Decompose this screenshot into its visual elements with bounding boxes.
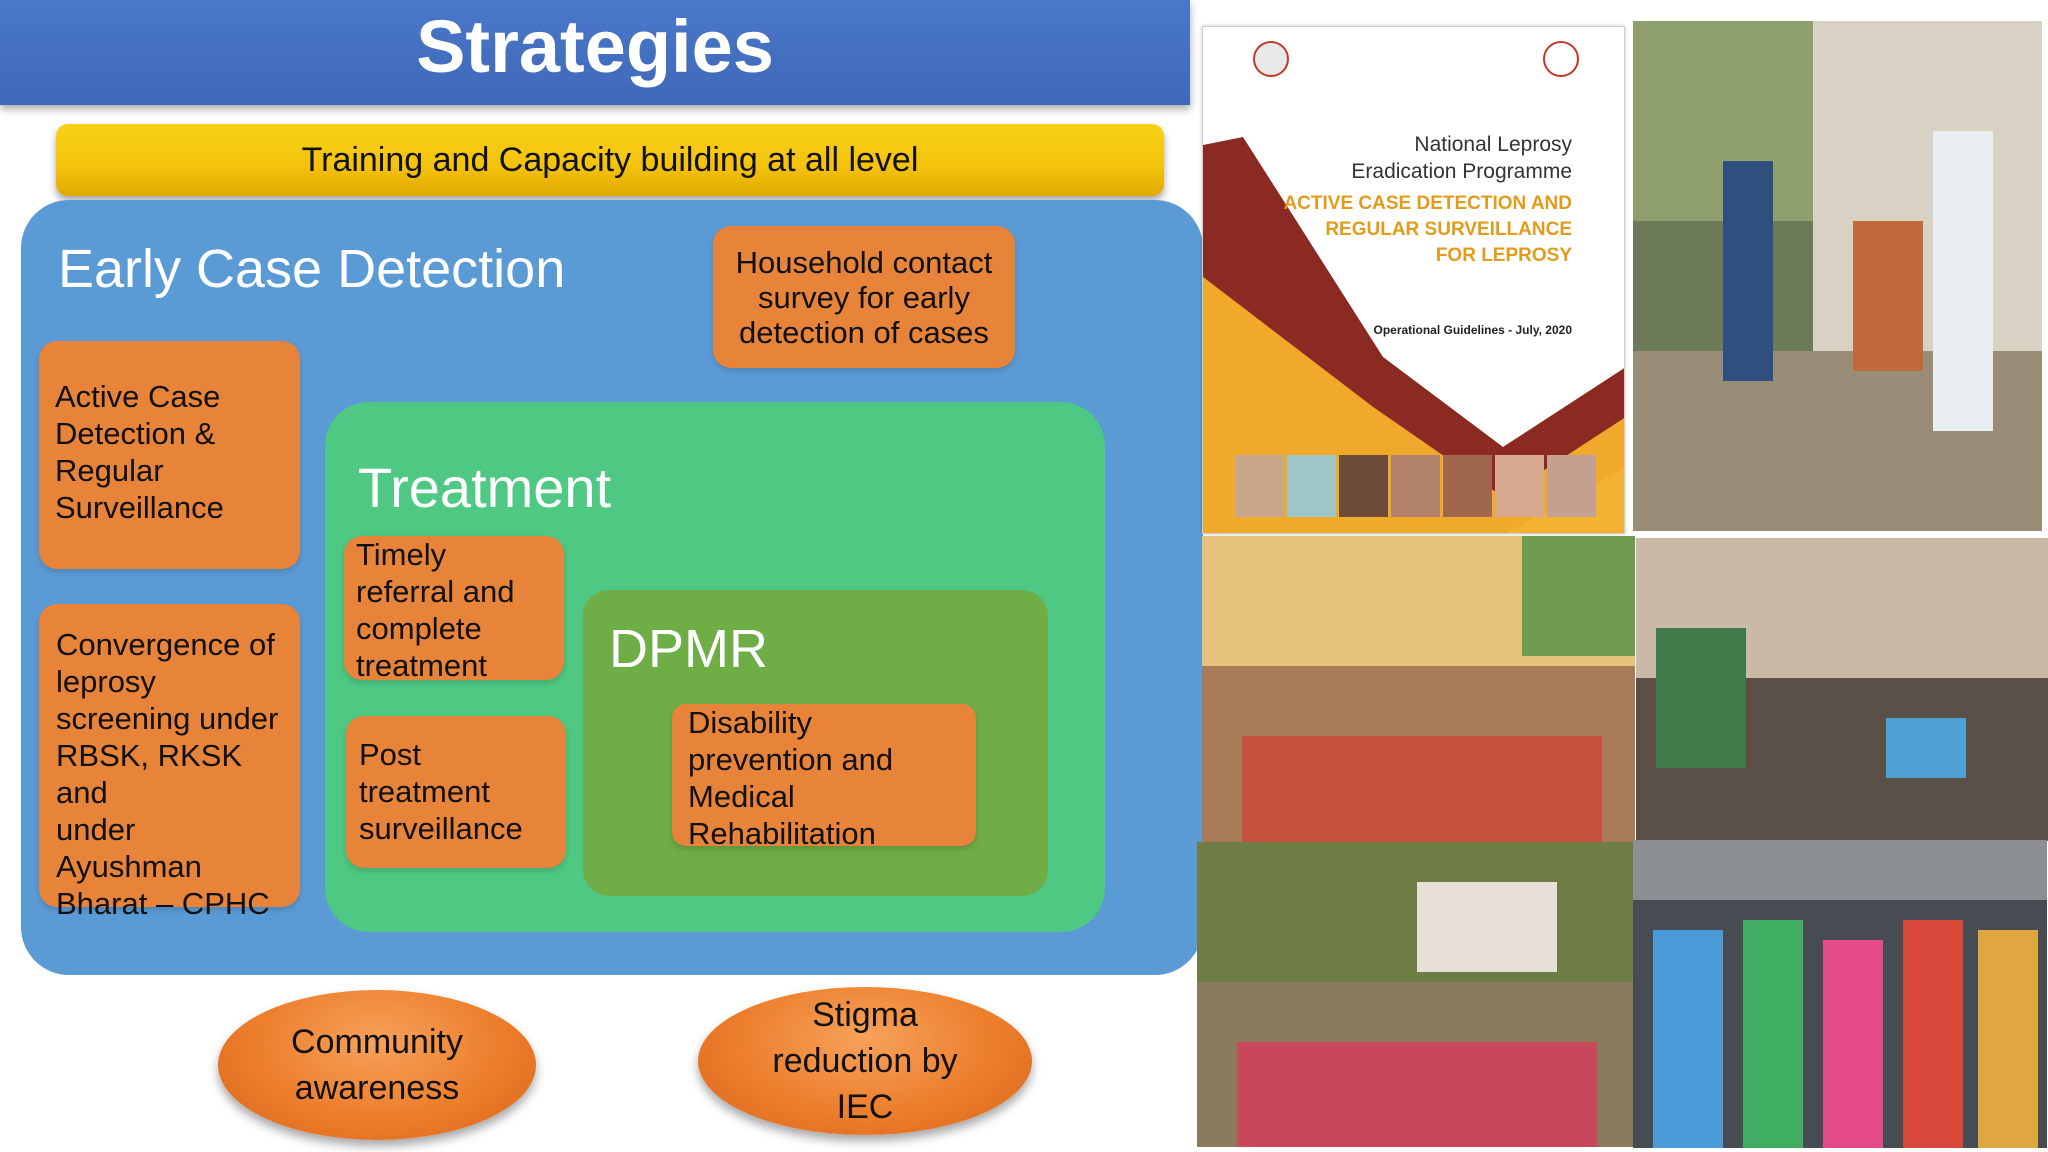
referral-line: referral and xyxy=(356,574,515,609)
convergence-line: leprosy xyxy=(56,664,156,699)
household-line: survey for early xyxy=(758,279,970,315)
photo-scene xyxy=(1197,842,1633,1147)
photo-scene xyxy=(1636,538,2048,841)
household-contact-box: Household contact survey for early detec… xyxy=(713,226,1015,368)
dpmr-title: DPMR xyxy=(609,619,768,679)
convergence-line: Convergence of xyxy=(56,627,275,662)
photo-scene xyxy=(1633,840,2047,1148)
convergence-line: screening under xyxy=(56,701,279,736)
community-line: Community xyxy=(291,1023,463,1061)
cover-photo-thumb xyxy=(1391,455,1440,517)
active-case-detection-box: Active Case Detection & Regular Surveill… xyxy=(39,341,300,569)
household-line: detection of cases xyxy=(739,314,989,350)
training-banner-label: Training and Capacity building at all le… xyxy=(301,140,919,179)
cover-heading-text: ACTIVE CASE DETECTION AND REGULAR SURVEI… xyxy=(1283,191,1572,269)
training-banner: Training and Capacity building at all le… xyxy=(56,124,1164,196)
photo-scene xyxy=(1202,536,1635,842)
post-line: treatment xyxy=(359,774,490,809)
cover-photo-thumb xyxy=(1443,455,1492,517)
title-bar: Strategies xyxy=(0,0,1190,105)
page-title: Strategies xyxy=(416,5,774,88)
disability-line: Medical xyxy=(688,779,795,814)
guideline-cover-image: National Leprosy Eradication Programme A… xyxy=(1202,26,1625,534)
disability-prevention-box: Disability prevention and Medical Rehabi… xyxy=(672,704,976,851)
referral-line: treatment xyxy=(356,648,487,683)
convergence-line: Bharat – CPHC xyxy=(56,886,270,921)
stigma-line: reduction by xyxy=(772,1042,958,1080)
cover-photo-thumb xyxy=(1495,455,1544,517)
women-group-photo xyxy=(1633,840,2047,1148)
convergence-box: Convergence of leprosy screening under R… xyxy=(39,604,300,921)
cover-subtitle: Operational Guidelines - July, 2020 xyxy=(1373,323,1572,337)
cover-photo-thumb xyxy=(1235,455,1284,517)
referral-line: complete xyxy=(356,611,482,646)
photo-scene xyxy=(1633,21,2042,531)
stigma-reduction-oval: Stigma reduction by IEC xyxy=(698,987,1032,1135)
nlep-logo-icon xyxy=(1543,41,1579,77)
cover-photo-thumb xyxy=(1287,455,1336,517)
active-case-line: Detection & xyxy=(55,416,216,451)
stigma-line: Stigma xyxy=(812,996,918,1034)
referral-line: Timely xyxy=(356,537,447,572)
cover-programme-line: National Leprosy xyxy=(1414,133,1572,156)
convergence-line: RBSK, RKSK and xyxy=(56,738,243,810)
timely-referral-box: Timely referral and complete treatment xyxy=(344,536,564,683)
cover-programme-line: Eradication Programme xyxy=(1351,160,1572,183)
early-case-detection-title: Early Case Detection xyxy=(58,239,566,299)
cover-heading-line: ACTIVE CASE DETECTION AND xyxy=(1283,193,1572,214)
foot-care-session-photo xyxy=(1636,538,2048,841)
community-line: awareness xyxy=(294,1069,460,1107)
community-meeting-photo xyxy=(1202,536,1635,842)
outdoor-awareness-photo xyxy=(1197,842,1633,1147)
convergence-line: under xyxy=(56,812,136,847)
disability-line: Disability xyxy=(688,705,813,740)
cover-heading-line: REGULAR SURVEILLANCE xyxy=(1325,219,1572,240)
post-treatment-box: Post treatment surveillance xyxy=(346,716,566,868)
community-awareness-oval: Community awareness xyxy=(218,990,536,1140)
cover-photo-thumb xyxy=(1339,455,1388,517)
cover-programme-text: National Leprosy Eradication Programme xyxy=(1351,131,1572,185)
post-line: Post xyxy=(359,737,422,772)
convergence-line: Ayushman xyxy=(56,849,202,884)
active-case-line: Active Case xyxy=(55,379,221,414)
field-examination-photo xyxy=(1633,21,2042,531)
treatment-title: Treatment xyxy=(358,456,612,519)
disability-line: Rehabilitation xyxy=(688,816,876,851)
active-case-line: Regular xyxy=(55,453,164,488)
active-case-line: Surveillance xyxy=(55,490,224,525)
household-line: Household contact xyxy=(735,244,993,280)
disability-line: prevention and xyxy=(688,742,894,777)
stigma-line: IEC xyxy=(836,1088,894,1126)
cover-heading-line: FOR LEPROSY xyxy=(1435,245,1572,266)
post-line: surveillance xyxy=(359,811,523,846)
cover-photo-thumb xyxy=(1547,455,1596,517)
government-logo-icon xyxy=(1253,41,1289,77)
